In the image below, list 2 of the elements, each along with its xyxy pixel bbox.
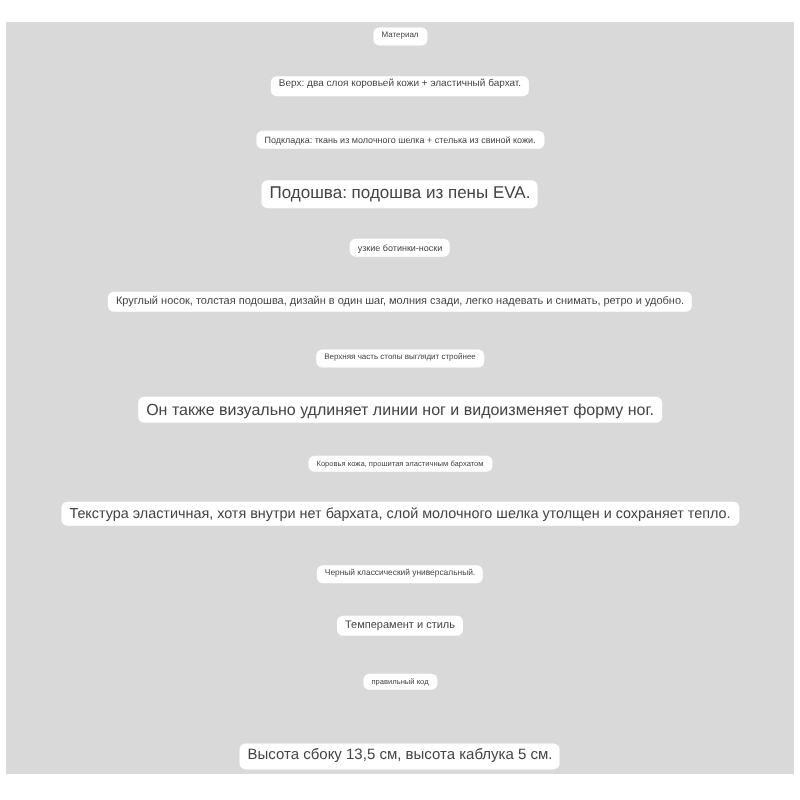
text-box: Подошва: подошва из пены EVA. [261,180,539,208]
text-box: Он также визуально удлиняет линии ног и видоизменяет форму ног. [138,396,662,424]
